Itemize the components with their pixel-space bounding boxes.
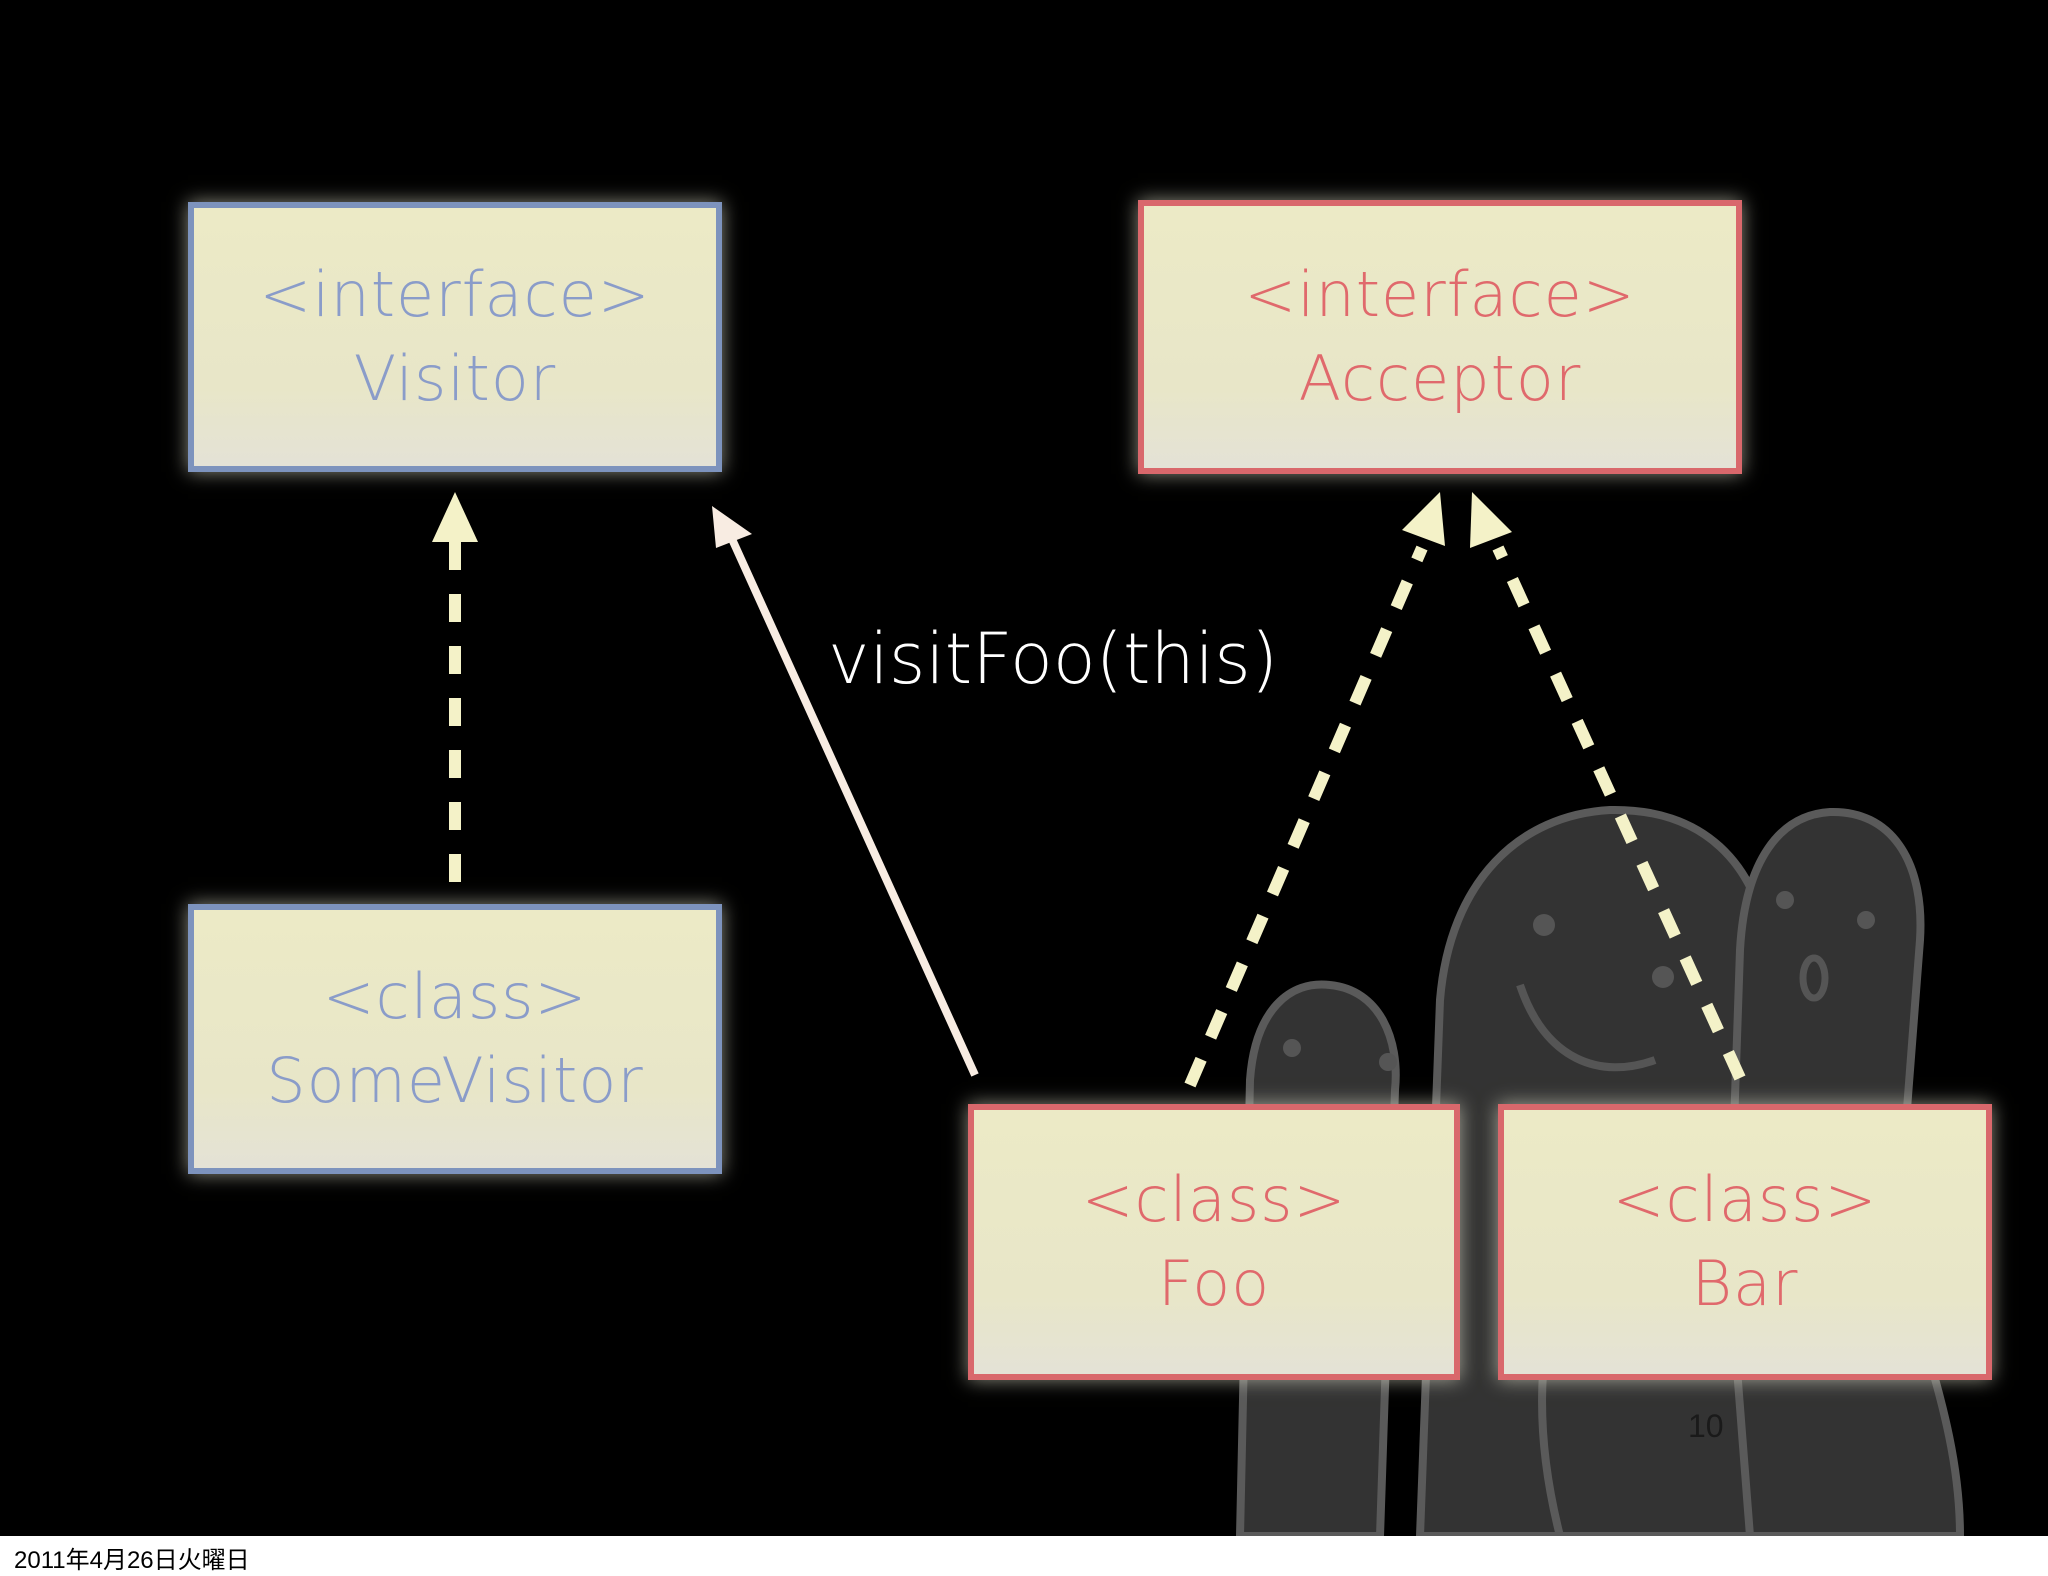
print-date-footer: 2011年4月26日火曜日 — [14, 1547, 250, 1574]
diagram-connectors — [432, 492, 1746, 1088]
node-visitor: <interface> Visitor — [188, 202, 722, 472]
node-visitor-stereotype: <interface> — [259, 258, 651, 332]
edge-foo-to-acceptor — [1184, 545, 1428, 1088]
edge-label-visit-call: visitFoo(this) — [828, 618, 1279, 700]
node-bar: <class> Bar — [1498, 1104, 1992, 1380]
node-bar-stereotype: <class> — [1612, 1163, 1878, 1237]
node-acceptor-name: Acceptor — [1298, 342, 1582, 415]
node-some-visitor-stereotype: <class> — [322, 960, 588, 1034]
node-bar-name: Bar — [1691, 1247, 1799, 1320]
node-foo-name: Foo — [1157, 1247, 1271, 1320]
arrowhead-visitor-solid — [712, 506, 752, 548]
edge-bar-to-acceptor — [1492, 545, 1746, 1081]
node-some-visitor-name: SomeVisitor — [266, 1044, 644, 1117]
slide-page-number: 10 — [1688, 1408, 1724, 1444]
slide-canvas: <interface> Visitor <interface> Acceptor… — [0, 0, 2048, 1536]
arrowhead-visitor-dashed — [432, 492, 478, 542]
edge-foo-to-visitor — [723, 526, 979, 1077]
arrowhead-acceptor-from-bar — [1470, 492, 1512, 548]
arrowhead-acceptor-from-foo — [1402, 492, 1445, 546]
node-visitor-name: Visitor — [353, 342, 557, 415]
node-foo: <class> Foo — [968, 1104, 1460, 1380]
node-foo-stereotype: <class> — [1081, 1163, 1347, 1237]
node-some-visitor: <class> SomeVisitor — [188, 904, 722, 1174]
node-acceptor: <interface> Acceptor — [1138, 200, 1742, 474]
node-acceptor-stereotype: <interface> — [1244, 258, 1636, 332]
